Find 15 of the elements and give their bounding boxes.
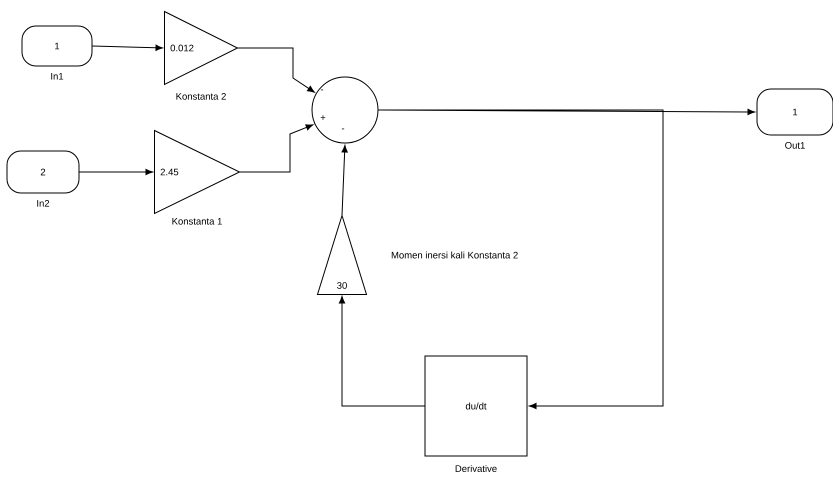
- arrow: [342, 145, 348, 216]
- derivative-block: du/dt: [424, 356, 528, 456]
- arrow: [239, 124, 314, 172]
- block-label: Konstanta 1: [172, 218, 222, 225]
- block-label: In2: [37, 200, 50, 207]
- block-label: Out1: [785, 142, 805, 149]
- arrow: [338, 296, 425, 406]
- arrow: [92, 44, 163, 51]
- arrow: [237, 48, 315, 93]
- arrow: [79, 168, 153, 176]
- arrow: [378, 110, 664, 410]
- block-label: In1: [51, 73, 64, 80]
- block-label: Momen inersi kali Konstanta 2: [392, 252, 518, 258]
- block-label: Konstanta 2: [176, 93, 226, 100]
- block-label: Derivative: [456, 465, 497, 472]
